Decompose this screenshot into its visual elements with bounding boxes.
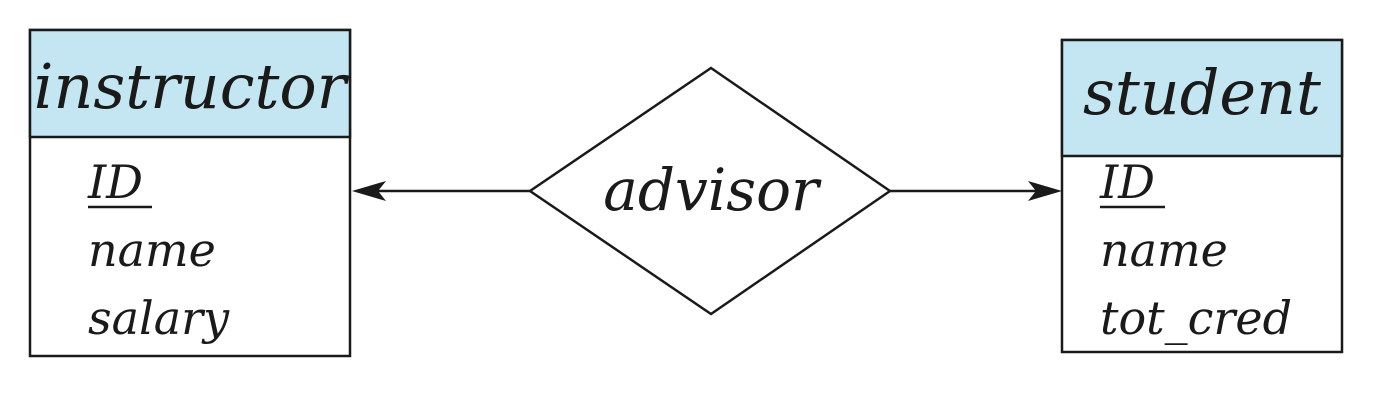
student-header <box>1060 38 1344 158</box>
connector-advisor-instructor <box>352 181 530 201</box>
entity-student: student ID name tot_cred <box>1060 38 1344 354</box>
instructor-attr-salary: salary <box>88 291 230 345</box>
instructor-attr-id: ID <box>87 155 143 209</box>
student-attr-name: name <box>1100 223 1228 277</box>
arrowhead-student <box>1028 181 1062 201</box>
arrowhead-instructor <box>352 181 386 201</box>
student-title: student <box>1083 56 1321 129</box>
student-attr-id: ID <box>1099 155 1155 209</box>
advisor-label: advisor <box>603 156 822 224</box>
relationship-advisor: advisor <box>527 66 893 316</box>
entity-instructor: instructor ID name salary <box>28 28 352 358</box>
instructor-header <box>28 28 352 139</box>
instructor-title: instructor <box>34 50 350 123</box>
student-attr-tot-cred: tot_cred <box>1100 291 1292 345</box>
instructor-attr-name: name <box>88 223 216 277</box>
connector-advisor-student <box>890 181 1062 201</box>
advisor-diamond <box>527 66 893 316</box>
